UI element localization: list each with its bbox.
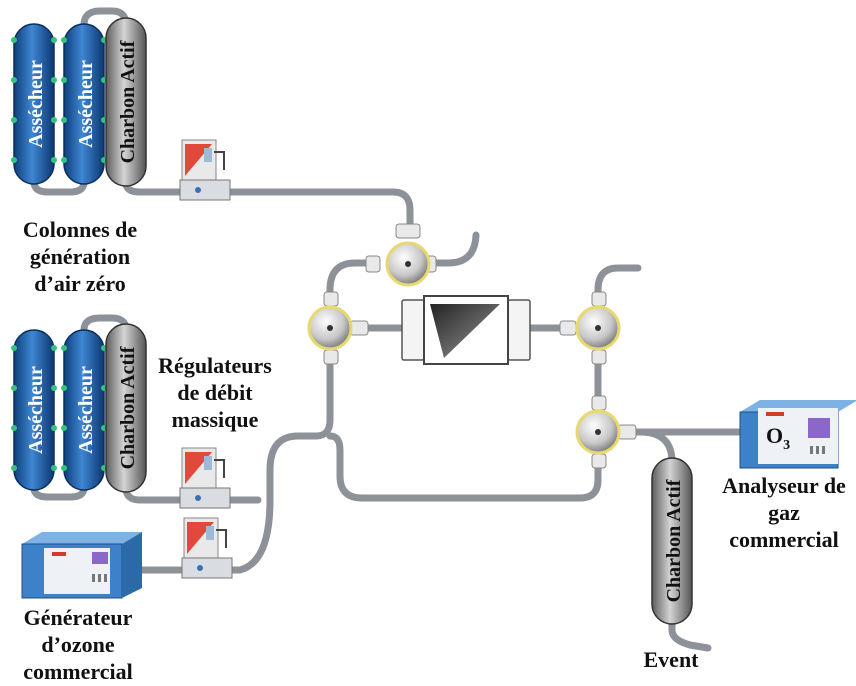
ozone-generator-line-3: commercial	[23, 659, 133, 684]
mass-flow-controller-bottom	[181, 517, 233, 579]
gas-analyzer-instrument: O3	[739, 400, 856, 469]
reaction-cell	[401, 295, 531, 365]
dryer-label: Assécheur	[25, 366, 47, 454]
valve-left-junction	[307, 291, 369, 365]
analyzer-line-2: gaz	[768, 500, 800, 525]
analyzer-label: Analyseur de gaz commercial	[712, 472, 856, 553]
ozone-generator-instrument	[21, 532, 142, 599]
mass-flow-controller-top	[179, 139, 231, 201]
dryer-label: Assécheur	[75, 366, 97, 454]
mfc-label: Régulateurs de débit massique	[150, 352, 280, 433]
dryer-label: Assécheur	[25, 60, 47, 148]
valve-bottom-right	[575, 395, 637, 469]
valve-right-junction	[559, 291, 621, 365]
valve-top	[365, 223, 437, 287]
mfc-line-1: Régulateurs	[158, 353, 272, 378]
carbon-label: Charbon Actif	[117, 346, 139, 469]
dryer-column-1-top: Assécheur	[11, 23, 57, 185]
analyzer-line-1: Analyseur de	[722, 473, 846, 498]
ozone-generator-label: Générateur d’ozone commercial	[4, 604, 152, 685]
event-label: Event	[643, 647, 699, 672]
dryer-column-2-top: Assécheur	[61, 23, 107, 185]
zero-air-label: Colonnes de génération d’air zéro	[6, 216, 154, 297]
mfc-line-3: massique	[171, 407, 259, 432]
analyzer-line-3: commercial	[729, 527, 839, 552]
carbon-label: Charbon Actif	[663, 479, 685, 602]
dryer-label: Assécheur	[75, 60, 97, 148]
carbon-column-bottom: Charbon Actif	[105, 323, 147, 493]
tubing	[30, 7, 744, 652]
o3-symbol: O	[766, 423, 783, 448]
dryer-column-2-bottom: Assécheur	[61, 329, 107, 491]
mass-flow-controller-middle	[179, 447, 231, 509]
zero-air-line-1: Colonnes de	[22, 217, 138, 242]
carbon-label: Charbon Actif	[117, 40, 139, 163]
svg-text:O3: O3	[766, 423, 790, 453]
carbon-column-top: Charbon Actif	[105, 17, 147, 187]
zero-air-line-2: génération	[29, 244, 131, 269]
o3-subscript: 3	[783, 438, 790, 453]
dryer-column-1-bottom: Assécheur	[11, 329, 57, 491]
mfc-line-2: de débit	[177, 380, 253, 405]
zero-air-line-3: d’air zéro	[34, 271, 126, 296]
carbon-column-vent: Charbon Actif	[651, 457, 693, 625]
ozone-generator-line-2: d’ozone	[41, 632, 115, 657]
ozone-generator-line-1: Générateur	[23, 605, 133, 630]
